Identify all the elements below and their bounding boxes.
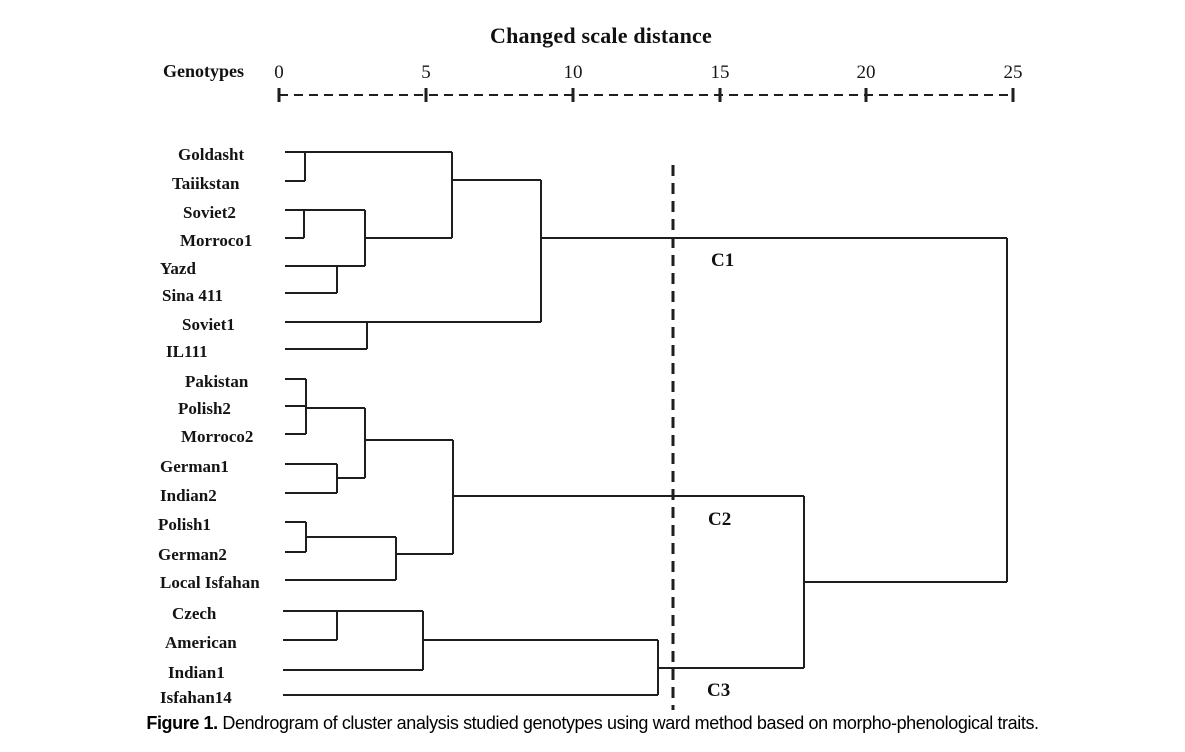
figure-caption: Figure 1. Dendrogram of cluster analysis… — [0, 713, 1185, 734]
cluster-label-c2: C2 — [708, 509, 732, 530]
axis-tick-label: 10 — [563, 62, 583, 83]
axis-tick-label: 25 — [1003, 62, 1023, 83]
leaf-label: German1 — [160, 457, 229, 476]
axis-tick-label: 20 — [856, 62, 876, 83]
leaf-label: Soviet1 — [182, 315, 235, 334]
axis-tick-label: 0 — [274, 62, 284, 83]
leaf-label: Polish2 — [178, 399, 231, 418]
leaf-label: German2 — [158, 545, 227, 564]
leaf-label: Yazd — [160, 259, 196, 278]
leaf-label: Pakistan — [185, 372, 249, 391]
caption-body: Dendrogram of cluster analysis studied g… — [217, 713, 1039, 733]
leaf-label: American — [165, 633, 237, 652]
cluster-label-c1: C1 — [711, 250, 735, 271]
leaf-label: Czech — [172, 604, 217, 623]
axis-tick-label: 15 — [710, 62, 730, 83]
chart-title: Changed scale distance — [490, 23, 712, 48]
leaf-label: Polish1 — [158, 515, 211, 534]
leaf-label: Morroco1 — [180, 231, 253, 250]
caption-prefix: Figure 1. — [146, 713, 218, 733]
leaf-label: Morroco2 — [181, 427, 254, 446]
axis-tick-label: 5 — [421, 62, 431, 83]
leaf-label: Goldasht — [178, 145, 245, 164]
leaf-label: Taiikstan — [172, 174, 240, 193]
leaf-label: Isfahan14 — [160, 688, 232, 707]
leaf-label: Indian1 — [168, 663, 225, 682]
cluster-label-c3: C3 — [707, 680, 731, 701]
leaf-label: Indian2 — [160, 486, 217, 505]
leaf-label: Local Isfahan — [160, 573, 260, 592]
leaf-label: IL111 — [166, 342, 208, 361]
leaf-label: Soviet2 — [183, 203, 236, 222]
genotypes-axis-header: Genotypes — [163, 61, 244, 81]
leaf-label: Sina 411 — [162, 286, 223, 305]
